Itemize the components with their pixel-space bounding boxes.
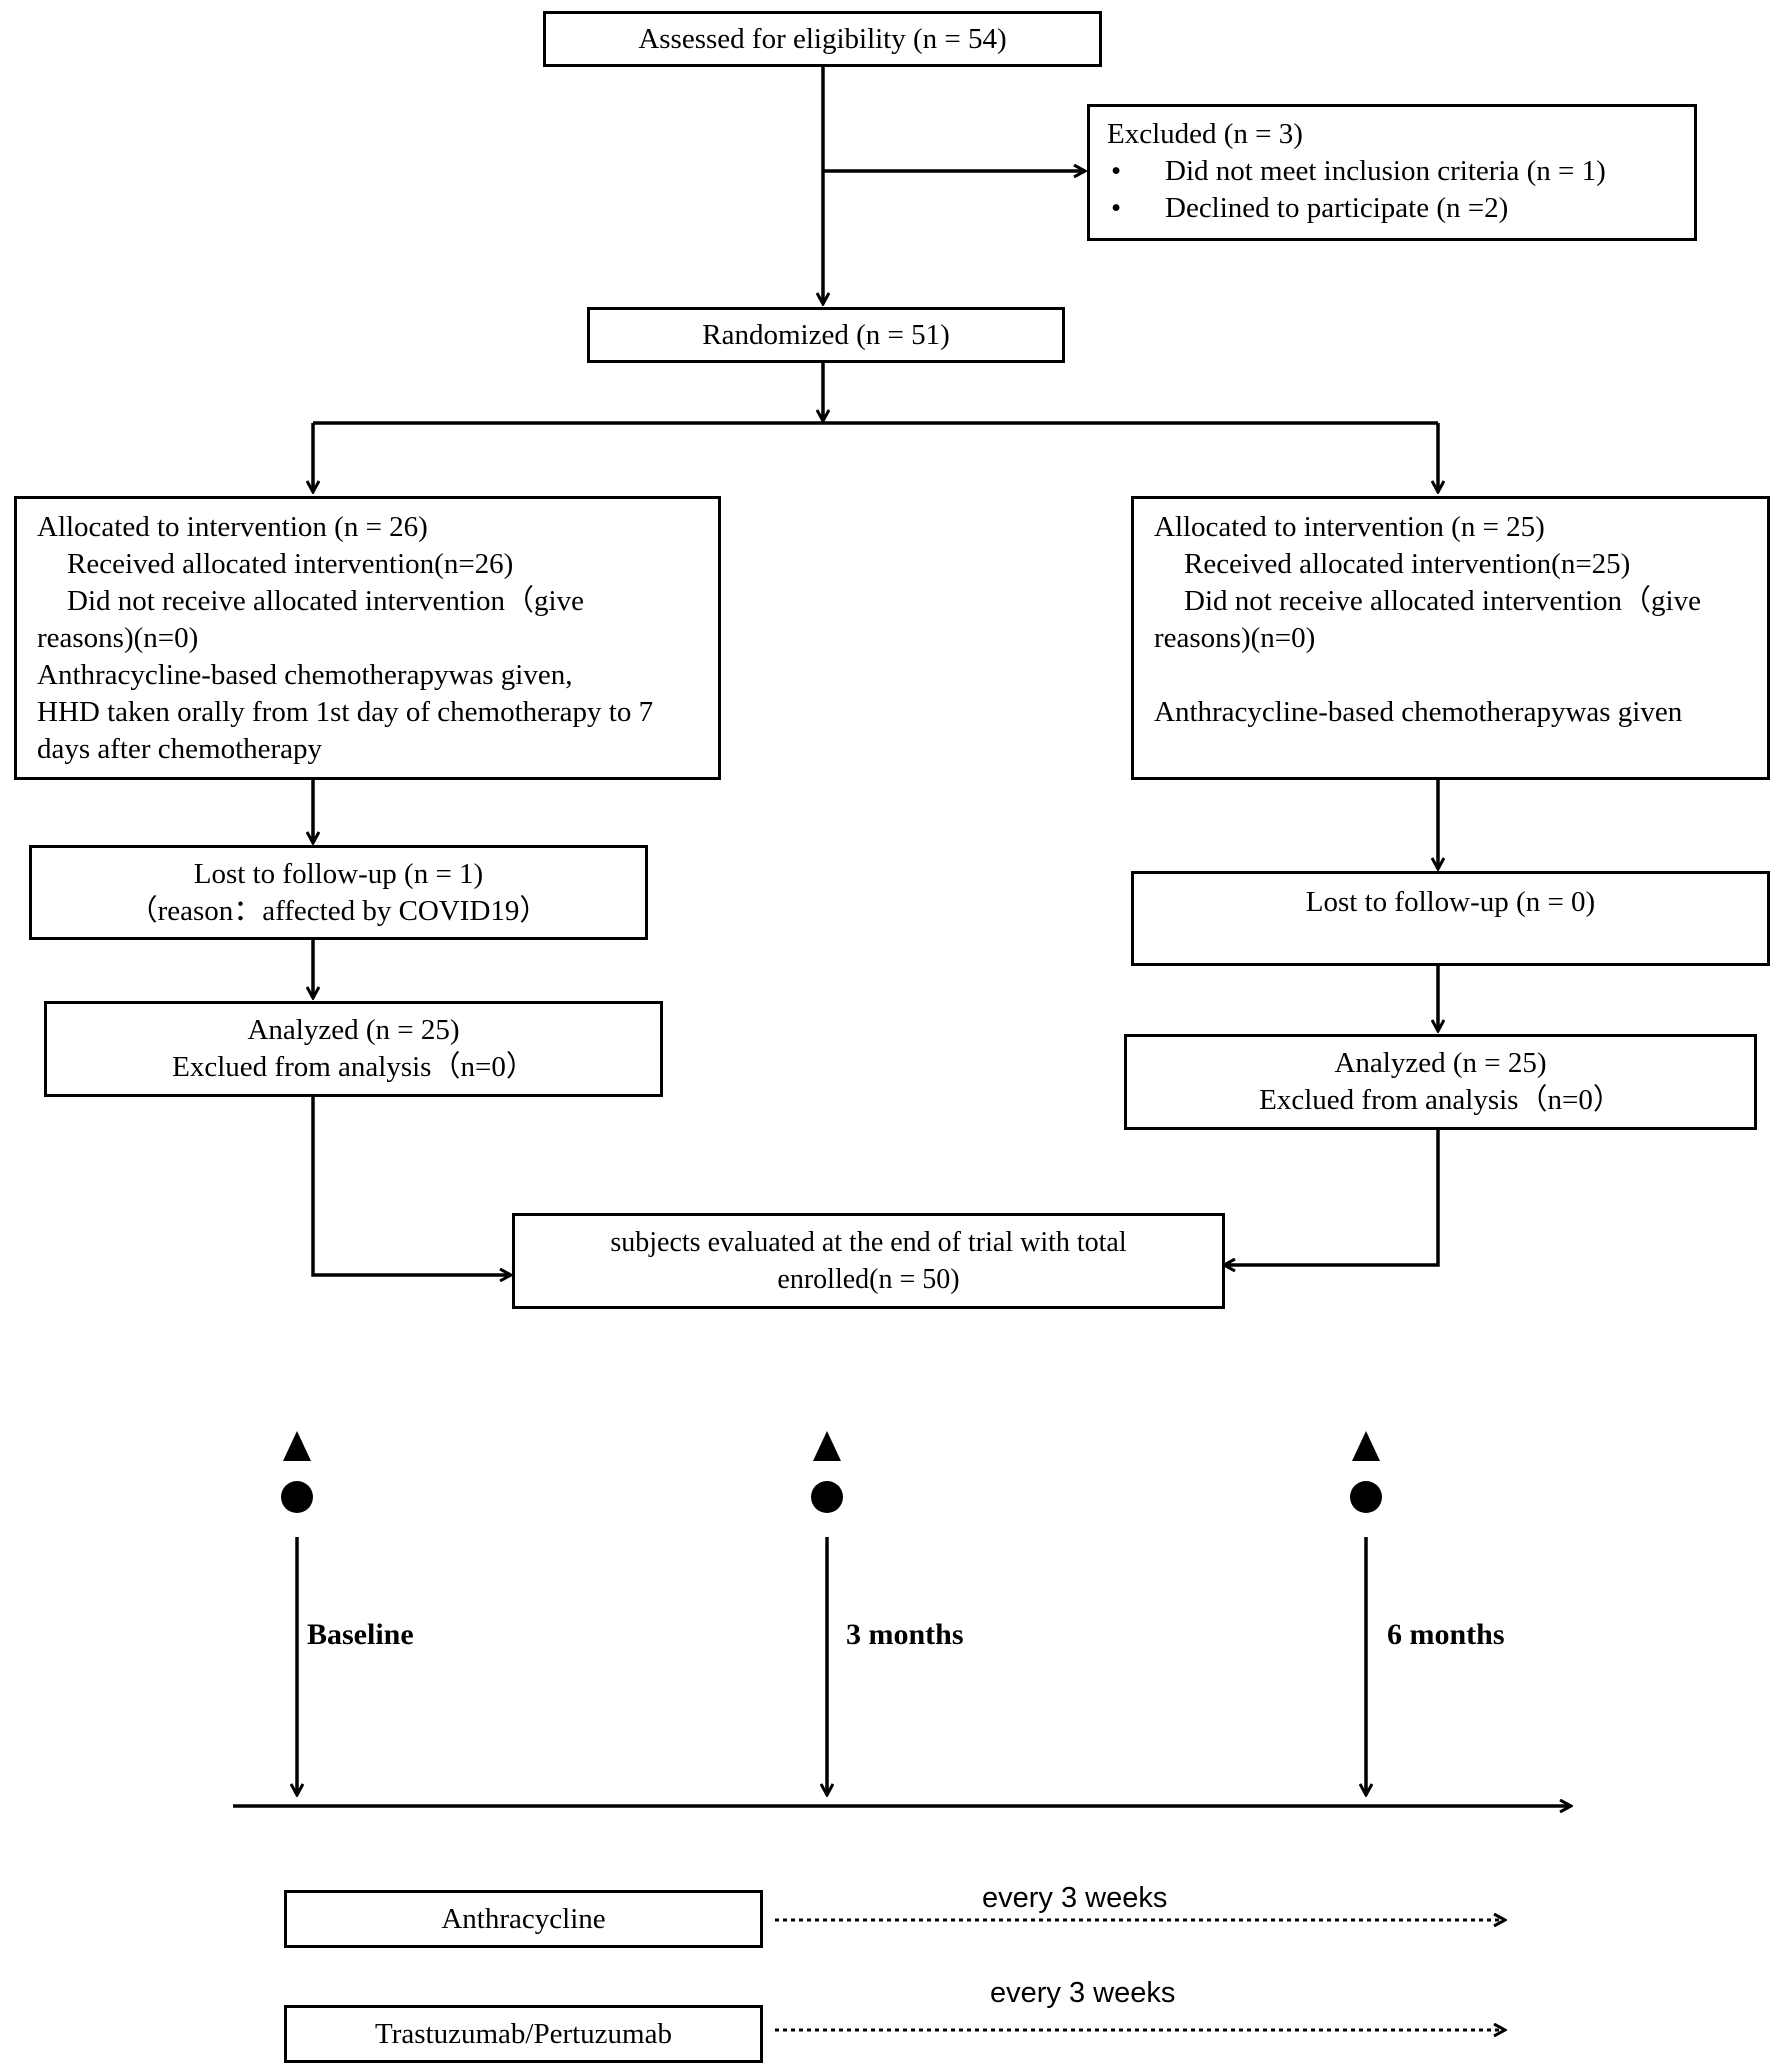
excluded-item-text: Declined to participate (n =2) <box>1165 192 1509 224</box>
treatment-name: Trastuzumab/Pertuzumab <box>375 2017 672 2050</box>
left-alloc-line-1: Allocated to intervention (n = 26) <box>37 511 428 543</box>
right-alloc-line-4: reasons)(n=0) <box>1154 622 1316 654</box>
right-lost-box: Lost to follow-up (n = 0) <box>1131 871 1770 966</box>
treatment-name: Anthracycline <box>441 1902 606 1935</box>
left-alloc-line-7: days after chemotherapy <box>37 733 323 765</box>
right-analyzed-box: Analyzed (n = 25) Exclued from analysis（… <box>1124 1034 1757 1130</box>
excluded-box: Excluded (n = 3) • Did not meet inclusio… <box>1087 104 1697 241</box>
left-alloc-line-2: Received allocated intervention(n=26) <box>67 548 514 580</box>
treatment-frequency: every 3 weeks <box>990 1977 1176 2009</box>
left-alloc-line-5: Anthracycline-based chemotherapywas give… <box>37 659 573 691</box>
right-alloc-line-1: Allocated to intervention (n = 25) <box>1154 511 1545 543</box>
excluded-title: Excluded (n = 3) <box>1107 118 1303 150</box>
left-alloc-line-6: HHD taken orally from 1st day of chemoth… <box>37 696 654 728</box>
left-lost-box: Lost to follow-up (n = 1) （reason：affect… <box>29 845 648 940</box>
left-alloc-line-4: reasons)(n=0) <box>37 622 199 654</box>
right-alloc-spacer <box>1154 657 1767 694</box>
excluded-item-text: Did not meet inclusion criteria (n = 1) <box>1165 155 1606 187</box>
final-line-1: subjects evaluated at the end of trial w… <box>610 1227 1127 1258</box>
right-analyzed-line-1: Analyzed (n = 25) <box>1334 1047 1547 1079</box>
left-lost-line-1: Lost to follow-up (n = 1) <box>193 857 484 890</box>
circle-icon <box>811 1481 843 1513</box>
arrow-left-analyzed-to-final <box>311 1097 511 1275</box>
left-alloc-line-3: Did not receive allocated intervention（g… <box>67 585 584 617</box>
excluded-item: • Did not meet inclusion criteria (n = 1… <box>1107 153 1694 190</box>
circle-icon <box>281 1481 313 1513</box>
timeline-label-3-months: 3 months <box>846 1618 964 1651</box>
left-analyzed-box: Analyzed (n = 25) Exclued from analysis（… <box>44 1001 663 1097</box>
arrow-right-analyzed-to-final <box>1224 1130 1440 1265</box>
final-box: subjects evaluated at the end of trial w… <box>512 1213 1225 1309</box>
treatment-trastuzumab-box: Trastuzumab/Pertuzumab <box>284 2005 763 2063</box>
right-alloc-line-2: Received allocated intervention(n=25) <box>1184 548 1631 580</box>
excluded-item: • Declined to participate (n =2) <box>1107 190 1694 227</box>
triangle-icon <box>283 1431 311 1461</box>
right-alloc-line-3: Did not receive allocated intervention（g… <box>1184 585 1701 617</box>
right-analyzed-line-2: Exclued from analysis（n=0） <box>1259 1084 1622 1116</box>
randomized-text: Randomized (n = 51) <box>702 318 950 351</box>
left-analyzed-line-1: Analyzed (n = 25) <box>247 1014 460 1046</box>
assessed-text: Assessed for eligibility (n = 54) <box>638 22 1007 55</box>
final-line-2: enrolled(n = 50) <box>777 1264 960 1295</box>
bullet-icon: • <box>1111 192 1122 224</box>
timeline-label-baseline: Baseline <box>307 1618 414 1651</box>
bullet-icon: • <box>1111 155 1122 187</box>
triangle-icon <box>1352 1431 1380 1461</box>
right-allocation-box: Allocated to intervention (n = 25) Recei… <box>1131 496 1770 780</box>
left-lost-line-2: （reason：affected by COVID19） <box>128 894 549 927</box>
treatment-frequency: every 3 weeks <box>982 1882 1168 1914</box>
circle-icon <box>1350 1481 1382 1513</box>
treatment-anthracycline-box: Anthracycline <box>284 1890 763 1948</box>
assessed-box: Assessed for eligibility (n = 54) <box>543 11 1102 67</box>
left-analyzed-line-2: Exclued from analysis（n=0） <box>172 1051 535 1083</box>
right-lost-line-1: Lost to follow-up (n = 0) <box>1305 886 1596 918</box>
timeline-label-6-months: 6 months <box>1387 1618 1505 1651</box>
left-allocation-box: Allocated to intervention (n = 26) Recei… <box>14 496 721 780</box>
triangle-icon <box>813 1431 841 1461</box>
right-alloc-line-5: Anthracycline-based chemotherapywas give… <box>1154 696 1683 728</box>
randomized-box: Randomized (n = 51) <box>587 307 1065 363</box>
